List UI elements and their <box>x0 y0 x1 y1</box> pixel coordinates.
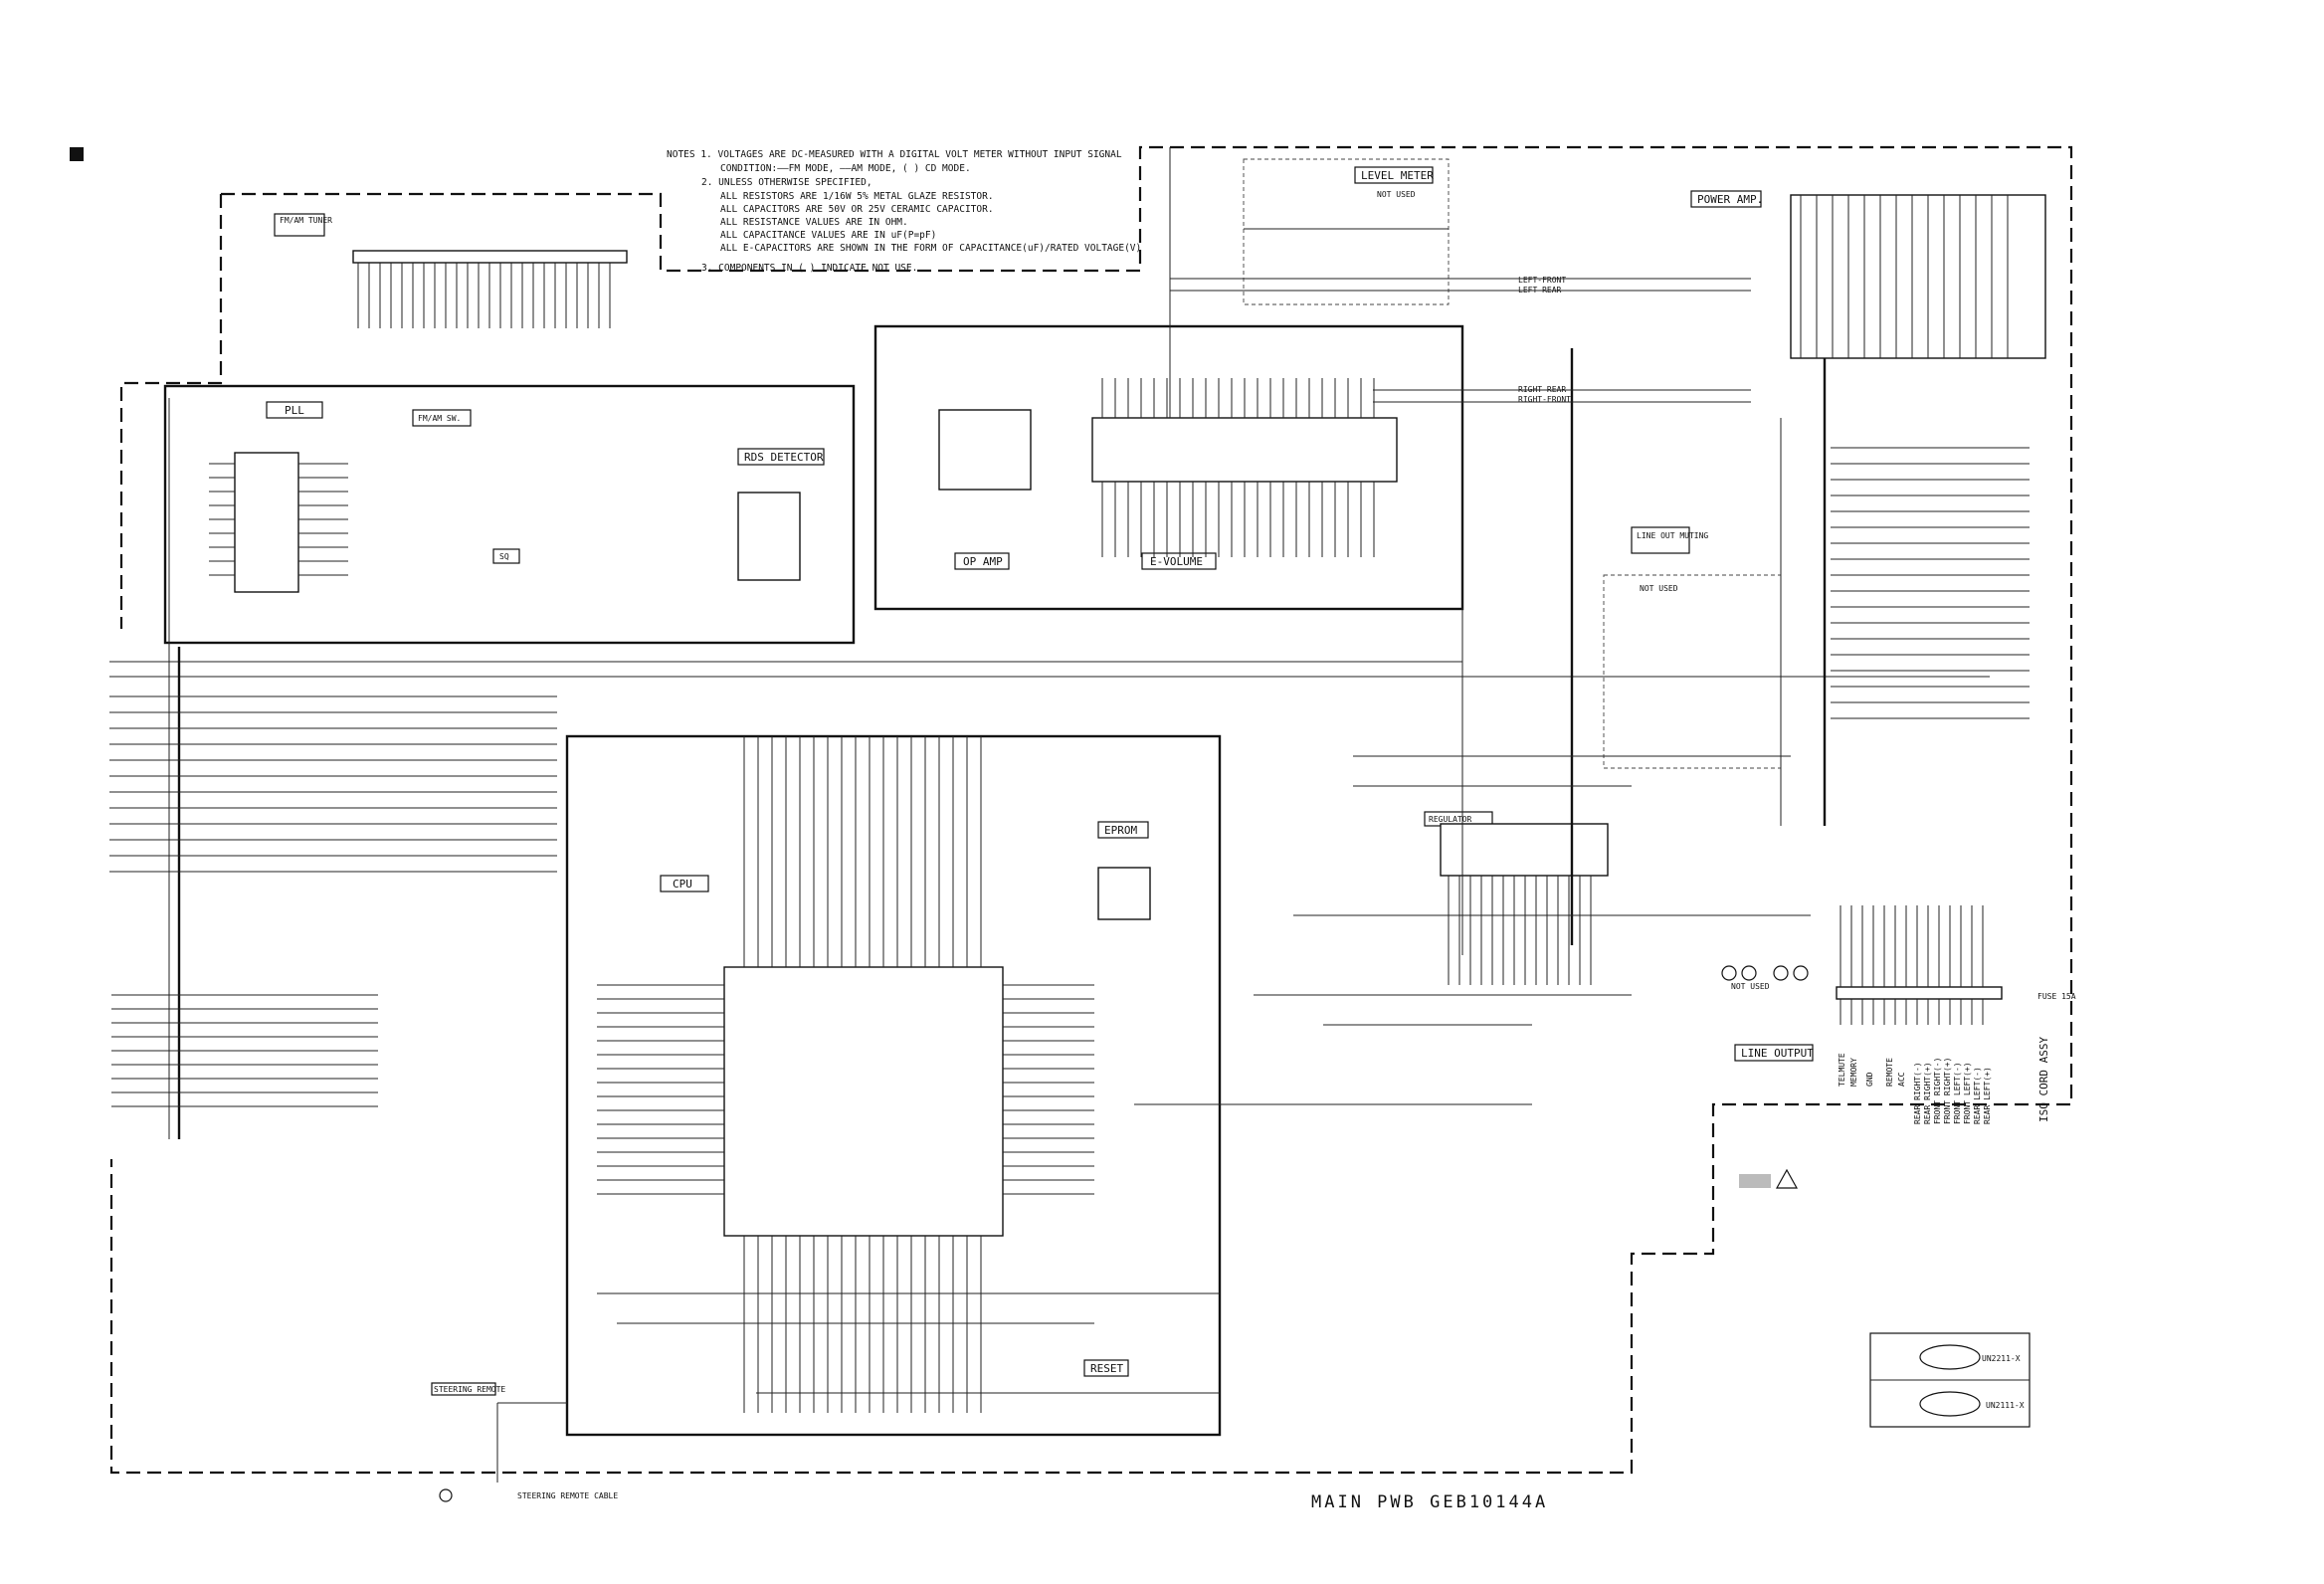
wiring-layer <box>109 147 2030 1483</box>
eprom-label: EPROM <box>1104 824 1137 837</box>
iso-pin-12: REAR LEFT(-) <box>1973 1067 1982 1124</box>
level-meter-label-box <box>1354 166 1434 184</box>
iso-pin-11: FRONT LEFT(+) <box>1963 1062 1972 1124</box>
iso-pin-4: REMOTE <box>1885 1058 1894 1087</box>
iso-pin-5: ACC <box>1897 1072 1906 1087</box>
corner-marker <box>70 147 84 161</box>
notes-block: NOTES 1. VOLTAGES ARE DC-MEASURED WITH A… <box>667 149 1141 274</box>
steering-remote-jack <box>439 1488 453 1502</box>
sq-label-box <box>492 548 520 564</box>
iso-pin-1: TELMUTE <box>1838 1053 1846 1087</box>
note-line-3: 2. UNLESS OTHERWISE SPECIFIED, <box>701 177 872 188</box>
board-outline-dashed <box>109 145 2073 1475</box>
pll-ic <box>234 452 299 593</box>
iso-pin-13: REAR LEFT(+) <box>1983 1067 1992 1124</box>
rds-label: RDS DETECTOR <box>744 451 824 464</box>
iso-pin-3: GND <box>1865 1072 1874 1087</box>
note-line-6: ALL RESISTANCE VALUES ARE IN OHM. <box>720 217 908 228</box>
tuner-pll-region <box>163 384 856 645</box>
line-output-label: LINE OUTPUT <box>1741 1047 1814 1060</box>
line-out-muting-label-box <box>1631 526 1690 554</box>
op-amp-ic <box>938 409 1032 491</box>
power-amp-ic <box>1790 194 2046 359</box>
power-amp-label: POWER AMP. <box>1697 193 1763 206</box>
eprom-label-box <box>1097 821 1149 839</box>
note-line-9: 3. COMPONENTS IN ( ) INDICATE NOT USE. <box>701 263 917 274</box>
legend-part-2: UN2111-X <box>1986 1401 2025 1410</box>
warning-icon <box>1775 1168 1799 1189</box>
signal-left-front: LEFT-FRONT <box>1518 276 1566 285</box>
reset-label-box <box>1083 1359 1129 1377</box>
iso-connector <box>1836 986 2003 1000</box>
reset-label: RESET <box>1090 1362 1123 1375</box>
eprom-ic <box>1097 867 1151 920</box>
rds-label-box <box>737 448 825 466</box>
level-meter-not-used: NOT USED <box>1377 190 1416 199</box>
sq-label: SQ <box>499 552 509 561</box>
cpu-region <box>565 734 1222 1437</box>
signal-right-front: RIGHT-FRONT <box>1518 395 1571 404</box>
note-line-2: CONDITION:——FM MODE, ——AM MODE, ( ) CD M… <box>720 163 971 174</box>
e-volume-label: E-VOLUME <box>1150 555 1203 568</box>
power-amp-label-box <box>1690 190 1762 208</box>
cpu-ic <box>723 966 1004 1237</box>
regulator-ic <box>1440 823 1609 877</box>
shaded-legend-swatch <box>1739 1174 1771 1188</box>
note-line-4: ALL RESISTORS ARE 1/16W 5% METAL GLAZE R… <box>720 191 994 202</box>
fuse-label: FUSE 15A <box>2037 992 2076 1001</box>
iso-pin-2: MEMORY <box>1849 1058 1858 1087</box>
iso-pin-10: FRONT LEFT(-) <box>1953 1062 1962 1124</box>
iso-pin-6: REAR RIGHT(-) <box>1913 1062 1922 1124</box>
tuner-connector <box>352 250 628 264</box>
regulator-label: REGULATOR <box>1429 815 1472 824</box>
note-line-5: ALL CAPACITORS ARE 50V OR 25V CERAMIC CA… <box>720 204 994 215</box>
op-amp-label: OP AMP <box>963 555 1003 568</box>
pll-label: PLL <box>285 404 304 417</box>
pll-label-box <box>266 401 323 419</box>
line-output-label-box <box>1734 1044 1814 1062</box>
steering-remote-label-box <box>431 1382 496 1396</box>
line-out-muting-label: LINE OUT MUTING <box>1637 531 1708 540</box>
tuner-label: FM/AM TUNER <box>280 216 332 225</box>
note-line-8: ALL E-CAPACITORS ARE SHOWN IN THE FORM O… <box>720 243 1141 254</box>
e-volume-label-box <box>1141 552 1217 570</box>
iso-pin-7: REAR RIGHT(+) <box>1923 1062 1932 1124</box>
iso-pin-9: FRONT RIGHT(+) <box>1943 1058 1952 1124</box>
line-out-not-used-tag: NOT USED <box>1731 982 1770 991</box>
line-out-not-used: NOT USED <box>1640 584 1678 593</box>
board-title: MAIN PWB GEB10144A <box>1311 1492 1548 1512</box>
legend-part-1: UN2211-X <box>1982 1354 2021 1363</box>
line-out-jacks <box>1721 965 1809 981</box>
steering-remote-cable-label: STEERING REMOTE CABLE <box>517 1491 618 1500</box>
part-legend: UN2211-X UN2111-X <box>1869 1332 2031 1428</box>
line-out-not-used-region <box>1603 574 1782 769</box>
cpu-label-box <box>660 875 709 892</box>
rds-ic <box>737 492 801 581</box>
cpu-label: CPU <box>673 878 692 891</box>
level-meter-label: LEVEL METER <box>1361 169 1434 182</box>
fmam-sw-label: FM/AM SW. <box>418 414 461 423</box>
iso-pin-8: FRONT RIGHT(-) <box>1933 1058 1942 1124</box>
note-line-7: ALL CAPACITANCE VALUES ARE IN uF(P=pF) <box>720 230 936 241</box>
tuner-block: FM/AM TUNER <box>274 213 628 264</box>
e-volume-ic <box>1091 417 1398 483</box>
steering-remote-label: STEERING REMOTE <box>434 1385 505 1394</box>
tuner-label-box <box>274 213 325 237</box>
fmam-sw-label-box <box>412 409 472 427</box>
iso-cord-label: ISO CORD ASSY <box>2037 1037 2050 1122</box>
op-amp-label-box <box>954 552 1010 570</box>
note-line-1: NOTES 1. VOLTAGES ARE DC-MEASURED WITH A… <box>667 149 1122 160</box>
iso-pin-labels: TELMUTE MEMORY GND REMOTE ACC REAR RIGHT… <box>1838 1053 1992 1124</box>
board-outline-dashed-left <box>119 194 223 629</box>
level-meter-region <box>1243 158 1450 305</box>
